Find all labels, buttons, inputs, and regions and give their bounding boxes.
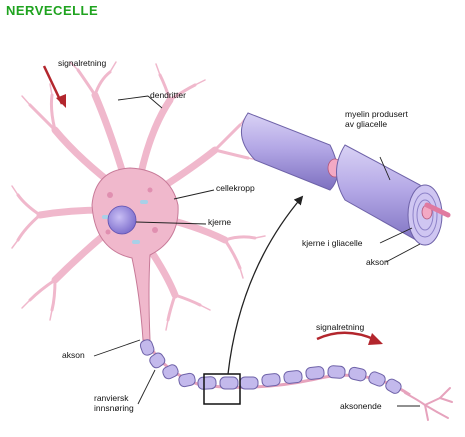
cell-body — [92, 168, 178, 340]
label-signal-direction-top: signalretning — [58, 58, 106, 68]
page-title: NERVECELLE — [6, 3, 98, 18]
label-axon-terminal: aksonende — [340, 401, 382, 411]
label-glia-nucleus: kjerne i gliacelle — [302, 238, 362, 248]
label-ranvier-line2: innsnøring — [94, 403, 134, 413]
label-signal-direction-right: signalretning — [316, 322, 364, 332]
axon-terminal — [405, 388, 452, 420]
zoom-arrow — [228, 197, 302, 374]
myelin-detail — [241, 113, 448, 245]
label-myelin-line2: av gliacelle — [345, 119, 387, 129]
label-dendrites: dendritter — [150, 90, 186, 100]
label-axon-left: akson — [62, 350, 85, 360]
signal-arrow-top — [44, 66, 66, 108]
label-myelin-line1: myelin produsert — [345, 109, 408, 119]
label-cell-body: cellekropp — [216, 183, 255, 193]
label-ranvier-line1: ranviersk — [94, 393, 128, 403]
nucleus — [108, 206, 136, 234]
label-axon-right: akson — [366, 257, 389, 267]
signal-arrow-right — [317, 333, 383, 345]
label-nucleus: kjerne — [208, 217, 231, 227]
